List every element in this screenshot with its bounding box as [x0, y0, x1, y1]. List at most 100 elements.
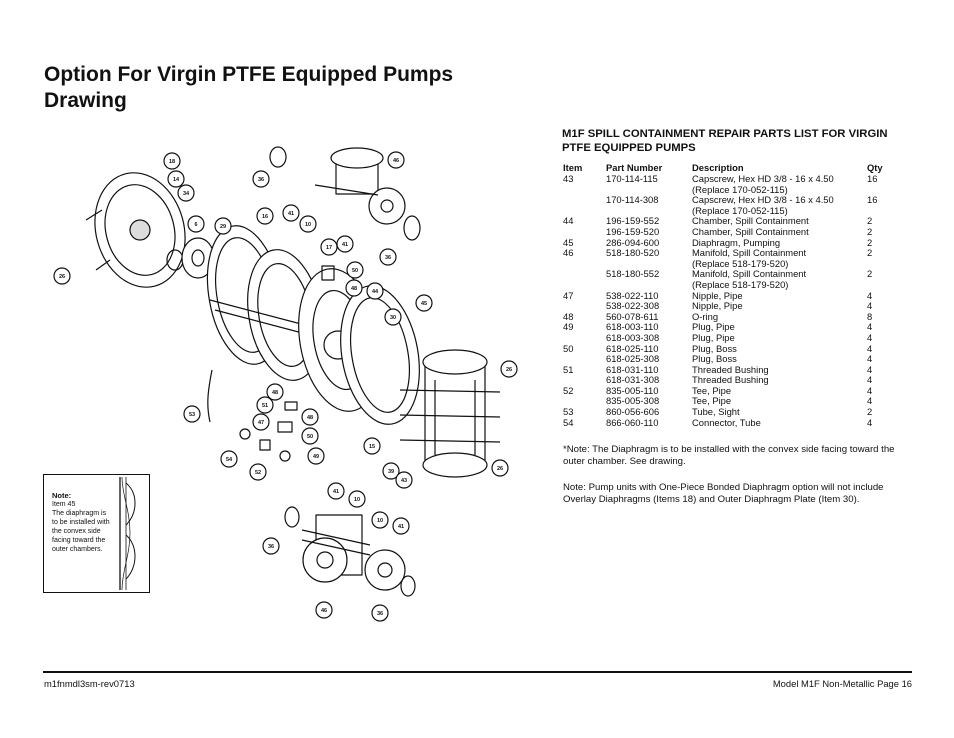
cell-qty: 8 [867, 310, 873, 322]
note-line: outer chambers. [52, 546, 103, 553]
svg-text:41: 41 [288, 211, 294, 217]
svg-text:36: 36 [377, 611, 383, 617]
table-row: (Replace 170-052-115) [563, 184, 903, 196]
svg-text:34: 34 [183, 191, 190, 197]
cell-item [563, 259, 606, 270]
cell-part-number: 860-056-606 [606, 406, 660, 418]
cell-item: 49 [563, 321, 574, 333]
outer-chamber-left [85, 172, 186, 288]
footer-document-id: m1fnmdl3sm-rev0713 [44, 678, 135, 689]
svg-text:48: 48 [351, 286, 357, 292]
diaphragm-install-note: *Note: The Diaphragm is to be installed … [563, 444, 895, 467]
cell-description: Tube, Sight [692, 406, 740, 418]
cell-qty: 4 [867, 416, 873, 428]
cell-description: Connector, Tube [692, 416, 761, 428]
svg-text:36: 36 [385, 255, 391, 261]
footer-page-label: Model M1F Non-Metallic Page 16 [772, 678, 912, 689]
exploded-pump-drawing: 18 14 34 6 29 16 26 36 46 41 10 17 41 36… [53, 146, 518, 622]
parts-table-header-row: Item Part Number Description Qty [563, 161, 903, 174]
cell-item [563, 269, 606, 280]
cell-qty [867, 259, 903, 270]
svg-text:41: 41 [398, 524, 404, 530]
cell-part-number: 618-003-308 [606, 331, 660, 343]
svg-text:15: 15 [369, 444, 375, 450]
svg-text:46: 46 [321, 608, 327, 614]
svg-text:41: 41 [333, 489, 339, 495]
svg-text:30: 30 [390, 315, 396, 321]
svg-text:51: 51 [262, 403, 268, 409]
cell-item: 53 [563, 406, 574, 418]
cell-item [563, 333, 606, 344]
cell-part-number: 618-031-308 [606, 374, 660, 386]
cell-qty: 4 [867, 353, 873, 365]
cell-qty: 4 [867, 384, 873, 396]
cell-description: (Replace 170-052-115) [692, 204, 788, 216]
cell-part-number: 618-025-308 [606, 353, 660, 365]
cell-description: Threaded Bushing [692, 374, 769, 386]
cell-description: Manifold, Spill Containment [692, 268, 807, 280]
cell-description: Nipple, Pipe [692, 289, 743, 301]
cell-description: Manifold, Spill Containment [692, 247, 807, 259]
svg-text:36: 36 [268, 544, 274, 550]
cell-item [563, 185, 606, 196]
cell-part-number: 170-114-115 [606, 173, 658, 184]
cell-part-number: 618-031-110 [606, 363, 659, 375]
svg-text:50: 50 [307, 434, 313, 440]
cell-description: Plug, Pipe [692, 331, 735, 343]
cell-qty: 4 [867, 395, 873, 407]
cell-qty: 2 [867, 247, 873, 259]
cell-qty: 4 [867, 342, 873, 354]
note-line: Item 45 [52, 501, 76, 508]
svg-text:54: 54 [226, 457, 233, 463]
svg-text:44: 44 [372, 289, 379, 295]
svg-text:52: 52 [255, 470, 261, 476]
cell-qty: 4 [867, 331, 873, 343]
page-title: Option For Virgin PTFE Equipped Pumps Dr… [44, 62, 504, 114]
cell-part-number: 866-060-110 [606, 416, 659, 428]
svg-text:43: 43 [401, 478, 407, 484]
column-header-qty: Qty [867, 162, 883, 173]
top-manifold [269, 146, 421, 241]
cell-qty: 4 [867, 321, 873, 333]
table-row: (Replace 518-179-520) [563, 278, 903, 291]
bottom-manifold [284, 506, 416, 597]
svg-text:46: 46 [393, 158, 399, 164]
cell-qty: 4 [867, 363, 873, 375]
cell-qty: 2 [867, 236, 873, 248]
cell-description: Diaphragm, Pumping [692, 236, 781, 248]
cell-description: Capscrew, Hex HD 3/8 - 16 x 4.50 [692, 173, 834, 184]
svg-text:50: 50 [352, 268, 358, 274]
cell-qty [867, 280, 903, 291]
cell-item: 50 [563, 342, 574, 354]
cell-description: (Replace 518-179-520) [692, 257, 789, 269]
column-header-part-number: Part Number [606, 162, 663, 173]
svg-text:10: 10 [305, 222, 311, 228]
cell-part-number: 196-159-552 [606, 215, 660, 227]
cell-qty: 16 [867, 173, 878, 184]
page-title-line-2: Drawing [44, 89, 127, 112]
cell-description: Chamber, Spill Containment [692, 225, 809, 237]
cell-qty: 4 [867, 300, 873, 312]
cell-part-number: 196-159-520 [606, 225, 660, 237]
note-line: the convex side [52, 528, 101, 535]
cell-part-number: 560-078-611 [606, 310, 659, 322]
sight-tube [207, 369, 213, 423]
cell-item: 51 [563, 363, 574, 375]
cell-part-number: 835-005-110 [606, 384, 659, 396]
note-line: to be installed with [52, 519, 110, 526]
cell-item: 45 [563, 236, 574, 248]
callouts: 18 14 34 6 29 16 26 36 46 41 10 17 41 36… [53, 151, 518, 622]
cell-description: Tee, Pipe [692, 384, 732, 396]
cell-description: (Replace 518-179-520) [692, 278, 789, 290]
column-header-description: Description [692, 162, 744, 173]
